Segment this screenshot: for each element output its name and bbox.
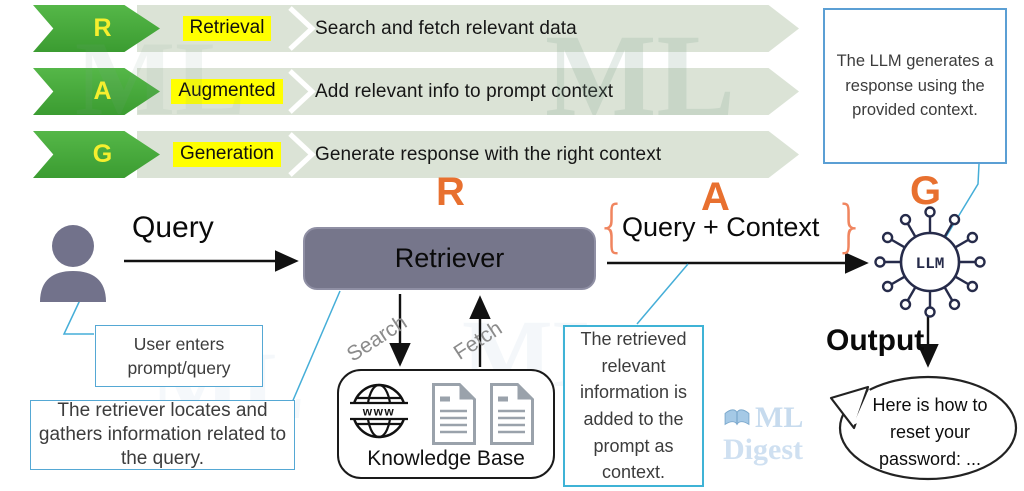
callout-context: The retrieved relevant information is ad…: [563, 325, 704, 487]
www-text: www: [362, 405, 396, 419]
retriever-label: Retriever: [394, 243, 505, 273]
chevron-separator-icon: [288, 69, 316, 114]
chevron-separator-icon: [288, 132, 316, 177]
chevron-separator-icon: [288, 6, 316, 51]
stage-letter-g: G: [910, 169, 942, 213]
llm-icon: LLM: [874, 206, 986, 318]
document-icon: [490, 383, 534, 445]
globe-icon: www: [350, 383, 408, 439]
query-context-label: Query + Context: [622, 212, 820, 242]
speech-bubble: [829, 375, 1018, 481]
banner-description: Add relevant info to prompt context: [315, 80, 614, 102]
document-icon: [432, 383, 476, 445]
banner-description: Generate response with the right context: [315, 143, 662, 165]
banner-keyword: Augmented: [171, 79, 283, 104]
connector-user-callout: [62, 299, 94, 335]
banner-row-augmented: A Augmented Add relevant info to prompt …: [33, 68, 799, 115]
callout-user: User enters prompt/query: [95, 325, 263, 387]
stage-letter-r: R: [436, 170, 465, 214]
banner-keyword: Retrieval: [182, 16, 272, 41]
stage-letter-a: A: [701, 175, 730, 219]
banner-keyword: Generation: [172, 142, 281, 167]
callout-llm: The LLM generates a response using the p…: [823, 8, 1007, 164]
knowledge-base-icons: www: [350, 383, 534, 445]
chevron-letter: A: [93, 77, 112, 105]
banner-row-generation: G Generation Generate response with the …: [33, 131, 799, 178]
chevron-letter: G: [92, 140, 113, 168]
connector-context-callout: [636, 263, 689, 325]
speech-bubble-text: Here is how to reset your password: ...: [872, 395, 988, 469]
banner-description: Search and fetch relevant data: [315, 17, 577, 39]
connector-retriever-callout: [290, 290, 341, 406]
llm-text: LLM: [916, 255, 945, 273]
brace-left-icon: {: [596, 193, 628, 259]
user-icon: [40, 225, 106, 302]
banner-row-retrieval: R Retrieval Search and fetch relevant da…: [33, 5, 799, 52]
callout-retriever: The retriever locates and gathers inform…: [30, 400, 295, 470]
knowledge-base-label: Knowledge Base: [367, 447, 525, 470]
chevron-letter: R: [93, 14, 112, 42]
output-label: Output: [826, 324, 925, 357]
query-label: Query: [132, 211, 214, 244]
brace-right-icon: }: [834, 193, 866, 259]
retriever-box: Retriever: [303, 227, 596, 290]
